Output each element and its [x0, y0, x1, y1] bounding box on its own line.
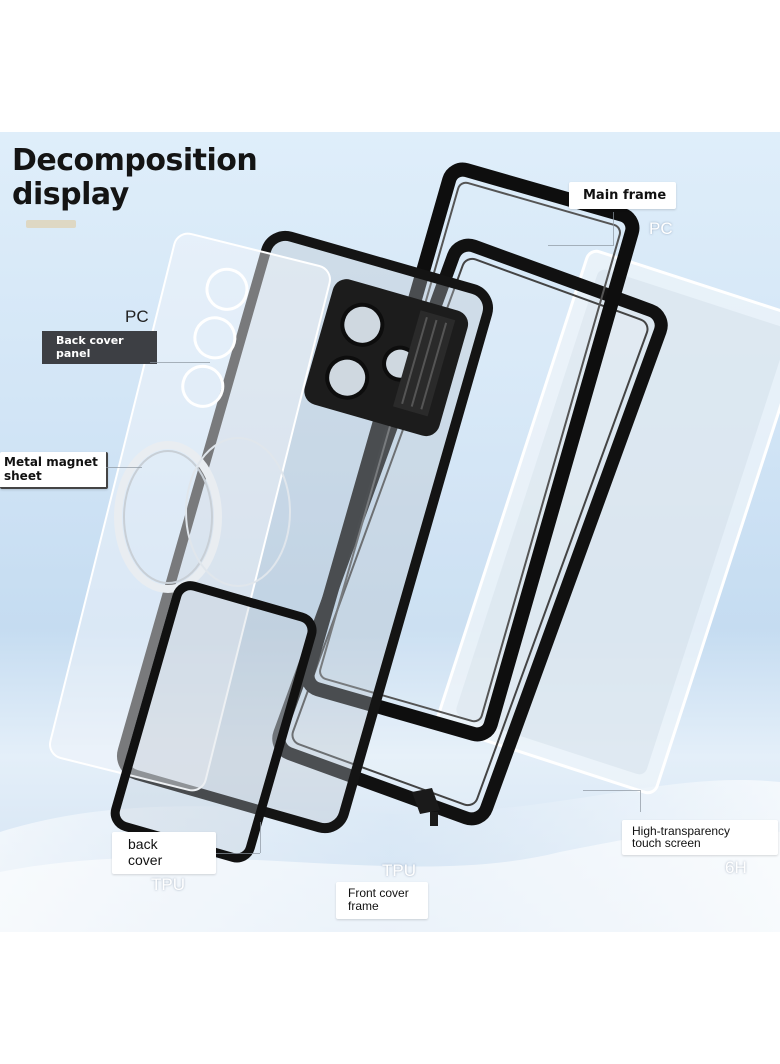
screen-leader [640, 790, 641, 812]
title-accent-bar [26, 220, 76, 228]
phone-case-exploded-illustration [0, 162, 780, 932]
back-cover-label: back cover [112, 832, 216, 874]
screen-text-2: touch screen [632, 836, 701, 850]
metal-magnet-label: Metal magnet sheet [0, 452, 108, 489]
main-frame-leader [613, 212, 614, 245]
product-diagram-panel: Decomposition display Main frame PC PC B… [0, 132, 780, 932]
main-frame-label: Main frame [569, 182, 677, 209]
metal-magnet-text-1: Metal magnet [4, 455, 98, 469]
back-cover-panel-text-1: Back cover [56, 334, 124, 347]
screen-label: High-transparency touch screen [622, 820, 778, 855]
metal-magnet-text-2: sheet [4, 469, 42, 483]
title-line-2: display [12, 177, 129, 212]
metal-magnet-ring [114, 437, 291, 593]
front-cover-frame-material: TPU [382, 861, 416, 880]
back-cover-tpu [117, 230, 493, 834]
back-cover-panel-material: PC [125, 307, 149, 326]
page-title: Decomposition display [12, 143, 258, 212]
back-cover-text-2: cover [128, 852, 163, 868]
main-frame-text: Main frame [583, 188, 667, 203]
latch-clip [412, 788, 440, 814]
main-frame-leader [548, 245, 614, 246]
main-frame [300, 162, 640, 742]
main-frame-material: PC [649, 219, 673, 238]
screen-leader [583, 790, 640, 791]
front-cover-frame-text-2: frame [348, 899, 379, 913]
background-wave [0, 828, 780, 932]
back-cover-panel-leader [150, 362, 210, 363]
screen-material: 6H [725, 858, 747, 877]
front-cover-frame-label: Front cover frame [336, 882, 428, 919]
back-cover-material: TPU [151, 875, 185, 894]
latch-clip [430, 812, 438, 826]
metal-magnet-leader [106, 467, 142, 468]
back-cover-leader [216, 853, 260, 854]
back-cover-panel-text-2: panel [56, 347, 91, 360]
back-cover-leader [260, 822, 261, 853]
screen-text-1: High-transparency [632, 824, 731, 838]
back-cover-panel-label: Back cover panel [42, 331, 157, 364]
back-cover-text-1: back [128, 836, 158, 852]
back-cover-panel [49, 232, 331, 792]
front-cover-frame-text-1: Front cover [348, 886, 409, 900]
title-line-1: Decomposition [12, 143, 258, 178]
